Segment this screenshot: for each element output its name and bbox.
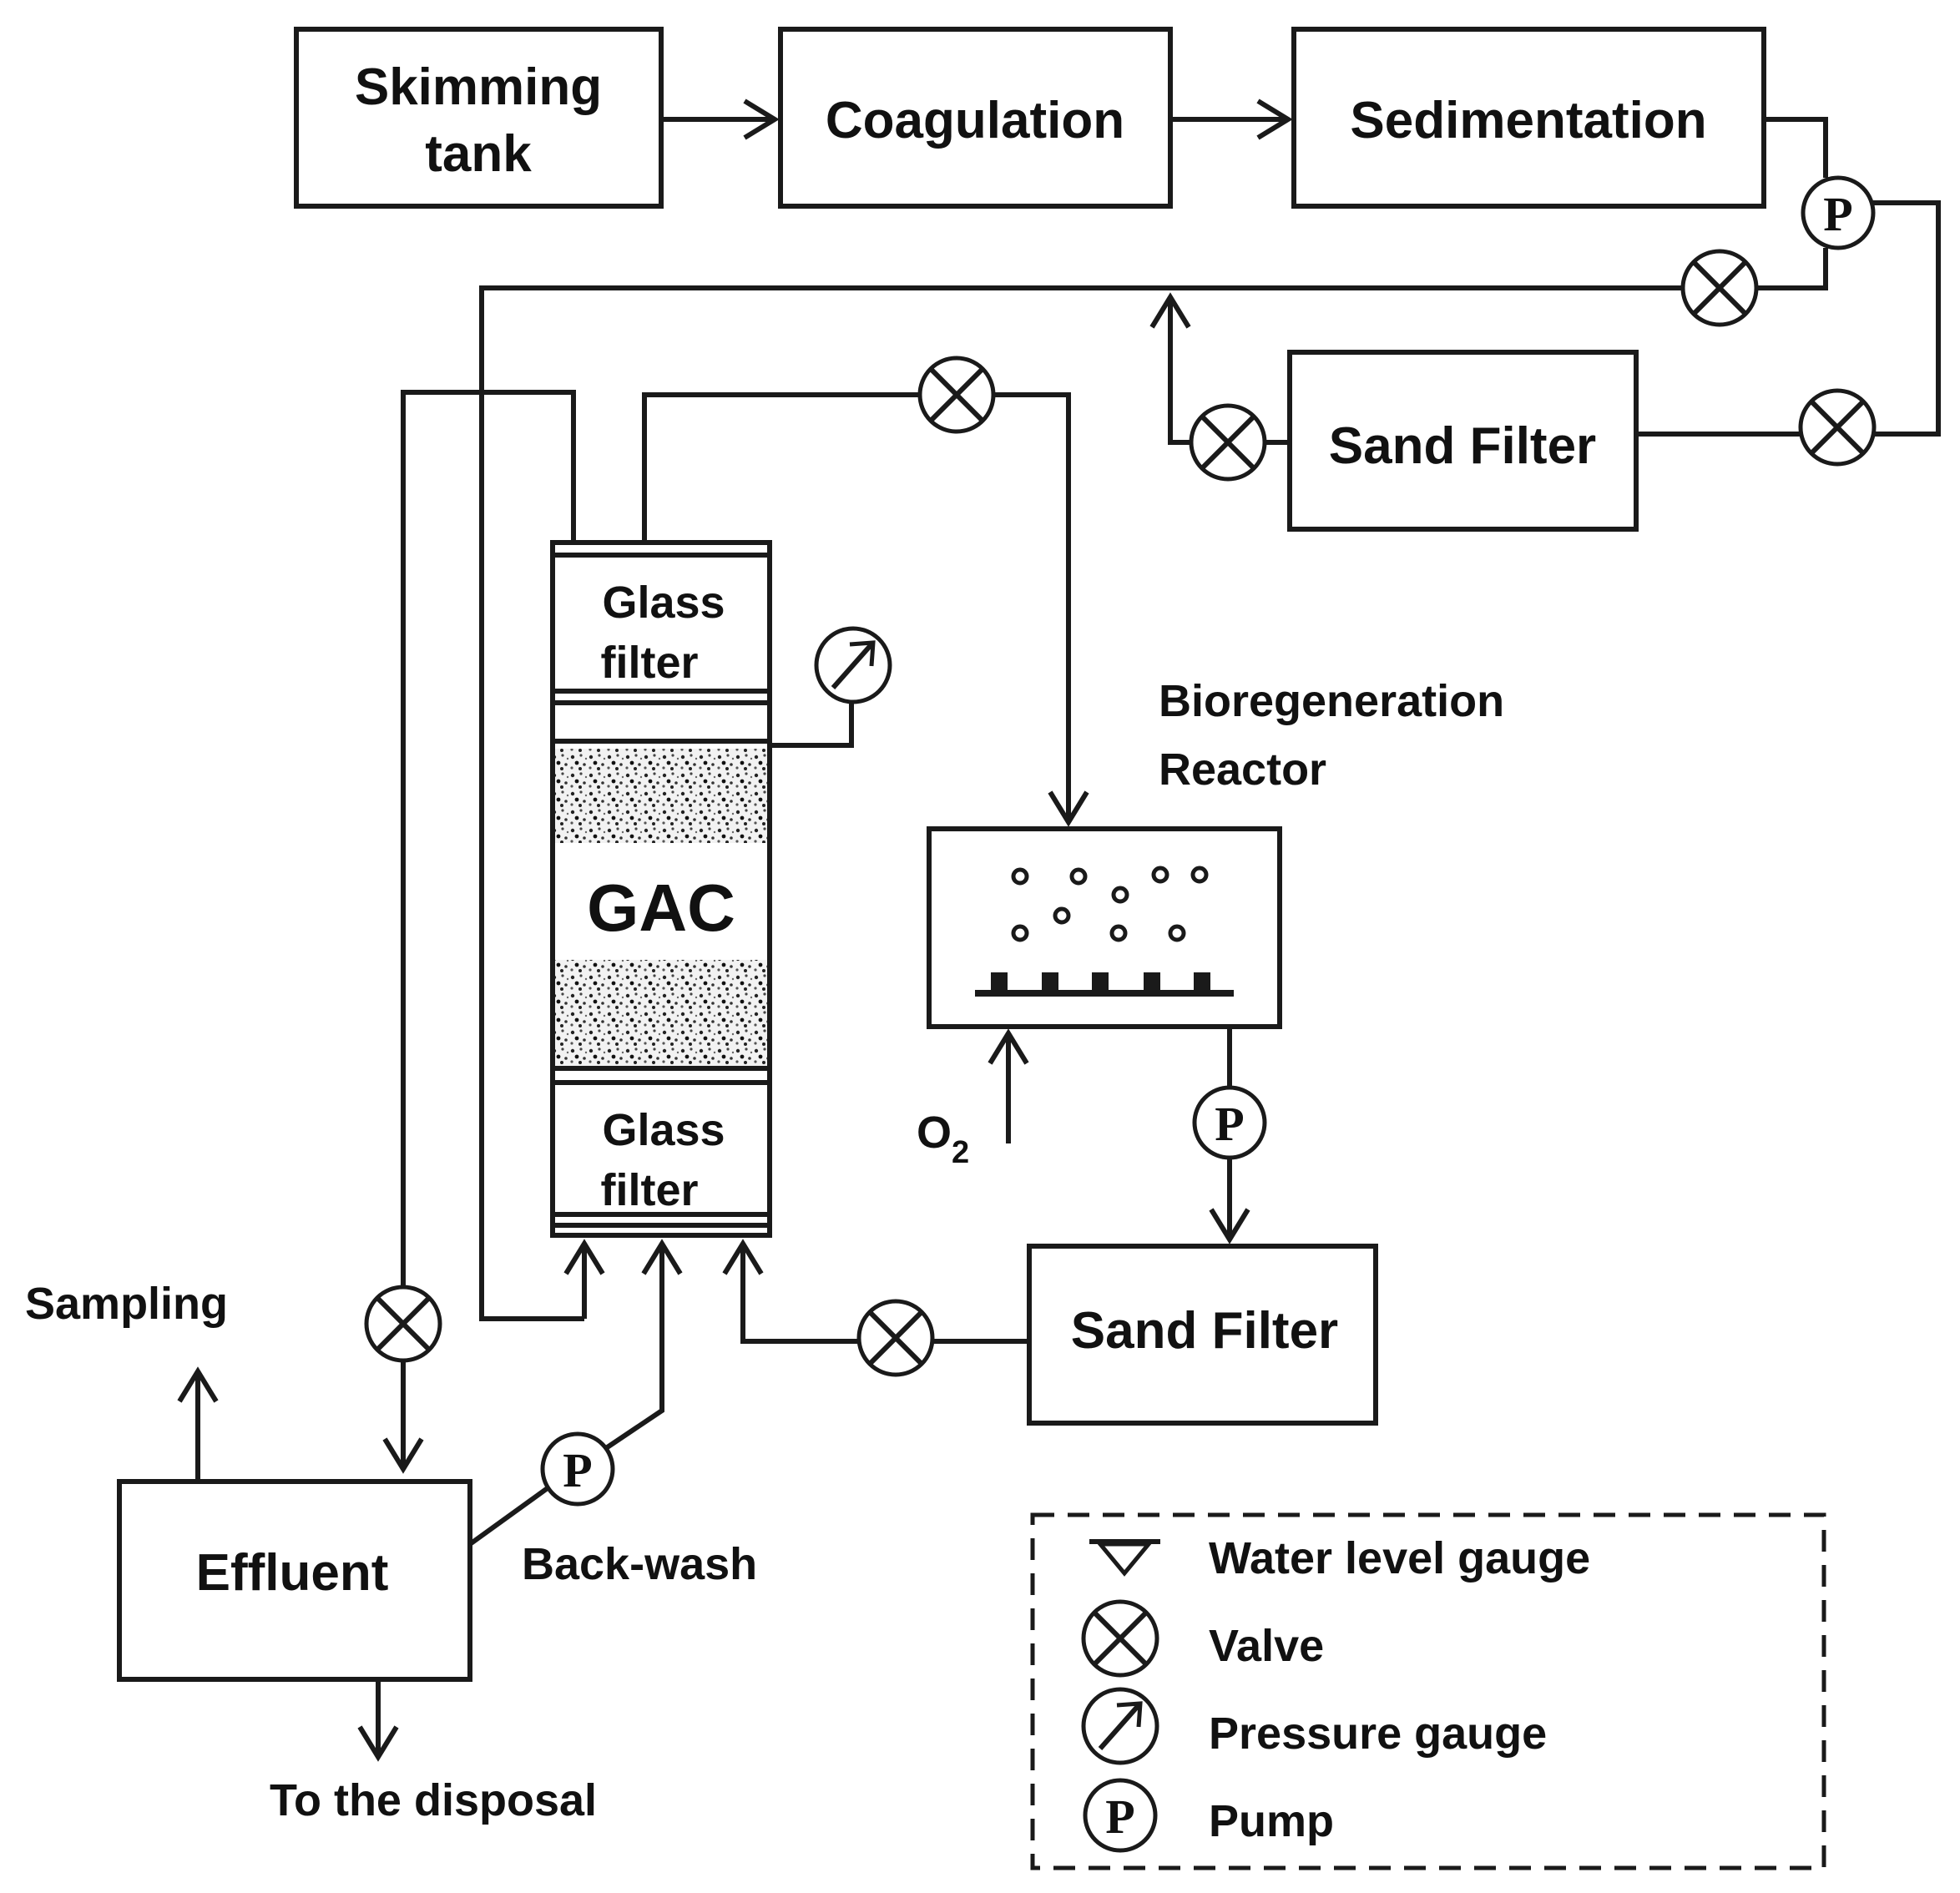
top-glass-filter-label-line2: filter	[600, 638, 698, 688]
skimming-tank-unit: Skimming tank	[294, 27, 664, 209]
skimming-tank-label-line2: tank	[425, 125, 532, 183]
effluent-unit: Effluent	[117, 1479, 472, 1682]
effluent-label: Effluent	[196, 1544, 389, 1602]
flow-sandfilter-top-to-header	[1149, 292, 1191, 445]
valve-reactor-inlet	[917, 356, 996, 434]
gac-label: GAC	[587, 871, 735, 945]
coagulation-label: Coagulation	[826, 92, 1124, 149]
sand-filter-bottom-unit: Sand Filter	[1027, 1244, 1378, 1426]
bottom-glass-filter-label-line1: Glass	[602, 1105, 725, 1155]
flow-column-top-to-reactor	[642, 392, 918, 543]
coagulation-unit: Coagulation	[778, 27, 1173, 209]
valve-sandfilter-bottom-outlet	[856, 1299, 935, 1377]
triangle-down-icon	[1089, 1539, 1160, 1577]
oxygen-label-subscript: 2	[952, 1135, 969, 1170]
top-glass-filter-label-line1: Glass	[602, 578, 725, 628]
backwash-label: Back-wash	[522, 1539, 757, 1589]
bioregeneration-reactor	[927, 826, 1282, 1029]
skimming-tank-label-line1: Skimming	[355, 58, 602, 116]
legend-pump-symbol: P	[1105, 1790, 1134, 1844]
pump-reactor-symbol: P	[1215, 1097, 1244, 1151]
sand-filter-top-unit: Sand Filter	[1287, 350, 1639, 532]
sand-filter-top-label: Sand Filter	[1329, 417, 1596, 475]
oxygen-label: O2	[917, 1108, 969, 1170]
pump-icon: P	[1083, 1778, 1158, 1853]
flow-valve-to-reactor	[993, 392, 1089, 827]
pump-top-symbol: P	[1823, 187, 1852, 241]
sedimentation-unit: Sedimentation	[1291, 27, 1766, 209]
pressure-gauge-icon	[1081, 1687, 1159, 1765]
gac-column: Glass filter GAC Glass filter	[550, 540, 772, 1238]
flow-backwash-line	[468, 1483, 553, 1547]
reactor-label-line1: Bioregeneration	[1159, 676, 1504, 726]
flow-sandfilter-bottom-to-column	[722, 1239, 859, 1344]
oxygen-bubbles	[1011, 866, 1209, 942]
valve-icon	[1081, 1599, 1159, 1678]
flow-column-top-to-effluent	[401, 390, 576, 1287]
pump-backwash: P	[540, 1431, 615, 1507]
pump-backwash-symbol: P	[563, 1443, 592, 1497]
oxygen-label-base: O	[917, 1108, 952, 1158]
pressure-gauge-tap	[770, 701, 854, 748]
pressure-gauge	[814, 626, 892, 704]
valve-sandfilter-top-outlet	[1189, 403, 1267, 482]
legend: Water level gauge Valve Pressure gauge P…	[1030, 1512, 1826, 1870]
main-header-line	[479, 285, 1683, 1321]
pump-top: P	[1801, 175, 1876, 250]
legend-label-valve: Valve	[1209, 1621, 1324, 1671]
sampling-label: Sampling	[25, 1279, 228, 1329]
disposal-label: To the disposal	[270, 1775, 597, 1825]
legend-label-pressure-gauge: Pressure gauge	[1209, 1709, 1547, 1759]
valve-effluent-line	[364, 1285, 442, 1363]
legend-label-water-level-gauge: Water level gauge	[1209, 1533, 1590, 1583]
flow-pump-to-sandfilter-loop	[1873, 200, 1941, 437]
bottom-glass-filter-label-line2: filter	[600, 1165, 698, 1215]
flow-sedimentation-to-pump	[1764, 117, 1828, 178]
valve-header	[1680, 249, 1759, 327]
valve-sandfilter-top-inlet	[1798, 388, 1877, 467]
flow-pump-to-header	[1756, 248, 1828, 290]
reactor-label-line2: Reactor	[1159, 745, 1326, 795]
sand-filter-bottom-label: Sand Filter	[1071, 1302, 1338, 1360]
flow-backwash-to-column	[604, 1239, 683, 1451]
diffuser	[975, 972, 1234, 997]
pump-reactor-outlet: P	[1192, 1085, 1267, 1160]
sedimentation-label: Sedimentation	[1350, 92, 1706, 149]
legend-label-pump: Pump	[1209, 1796, 1334, 1846]
